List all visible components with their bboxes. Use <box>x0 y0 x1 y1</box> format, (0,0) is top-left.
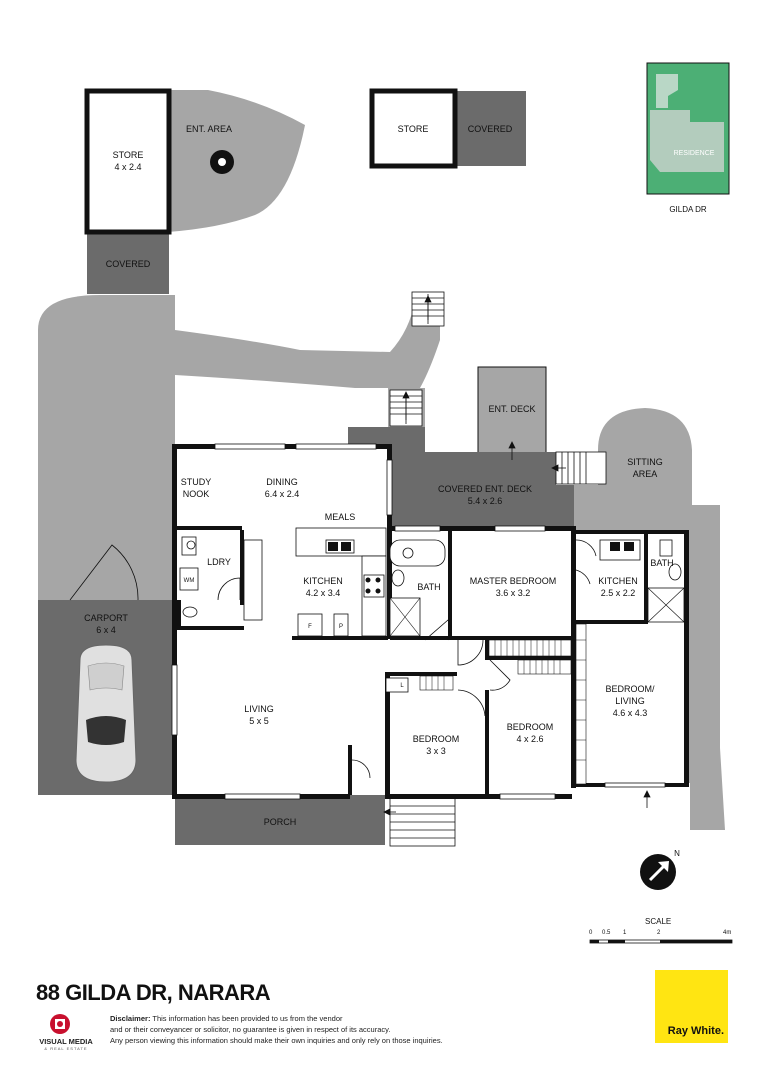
bedroom-living-label-1: BEDROOM/ <box>605 684 655 694</box>
disclaimer-line-2: and or their conveyancer or solicitor, n… <box>110 1025 391 1034</box>
store-left-label: STORE <box>113 150 144 160</box>
covered-left-label: COVERED <box>106 259 151 269</box>
scale-tick-4m: 4m <box>723 930 732 936</box>
store-top-label: STORE <box>398 124 429 134</box>
kitchen-dim: 4.2 x 3.4 <box>306 588 341 598</box>
living-dim: 5 x 5 <box>249 716 269 726</box>
linen-label: L <box>400 683 404 689</box>
ent-area-label: ENT. AREA <box>186 124 232 134</box>
visual-media-label: VISUAL MEDIA <box>39 1037 93 1046</box>
ent-deck-label: ENT. DECK <box>488 404 535 414</box>
wm-label: WM <box>184 578 195 584</box>
living-label: LIVING <box>244 704 274 714</box>
bedroom2-label: BEDROOM <box>507 722 554 732</box>
ldry-label: LDRY <box>207 557 231 567</box>
dining-label: DINING <box>266 477 298 487</box>
dining-dim: 6.4 x 2.4 <box>265 489 300 499</box>
bath-label: BATH <box>417 582 440 592</box>
carport-label: CARPORT <box>84 613 128 623</box>
ray-white-logo: Ray White. <box>655 970 728 1043</box>
bedroom2-dim: 4 x 2.6 <box>516 734 543 744</box>
scale-bar <box>589 939 733 944</box>
kitchen2-label: KITCHEN <box>598 576 638 586</box>
disclaimer: Disclaimer: This information has been pr… <box>110 1013 490 1046</box>
shower-crosses <box>389 587 685 637</box>
store-top <box>369 88 458 169</box>
car-icon <box>75 644 137 783</box>
compass-icon: N <box>640 849 680 890</box>
curved-walkway <box>175 300 440 388</box>
disclaimer-line-1: This information has been provided to us… <box>152 1014 343 1023</box>
visual-media-logo-icon <box>50 1014 70 1034</box>
windows <box>171 443 666 800</box>
doors <box>69 539 597 779</box>
property-address: 88 GILDA DR, NARARA <box>36 980 271 1005</box>
sitting-area-label-2: AREA <box>633 469 658 479</box>
visual-media-logo: VISUAL MEDIA & REAL ESTATE <box>36 1012 96 1052</box>
scale-title: SCALE <box>645 917 672 926</box>
porch-label: PORCH <box>264 817 297 827</box>
bath2-label: BATH <box>650 558 673 568</box>
robe-hatch <box>425 639 586 761</box>
disclaimer-heading: Disclaimer: <box>110 1014 151 1023</box>
ray-white-label: Ray White. <box>667 1025 724 1037</box>
compass-label: N <box>674 849 680 858</box>
disclaimer-line-3: Any person viewing this information shou… <box>110 1036 443 1045</box>
carport-dim: 6 x 4 <box>96 625 116 635</box>
covered-left <box>87 232 169 294</box>
bedroom-living-label-2: LIVING <box>615 696 645 706</box>
fixtures <box>179 536 682 693</box>
study-nook-label-1: STUDY <box>181 477 212 487</box>
fridge-label: F <box>308 624 312 630</box>
store-left-dim: 4 x 2.4 <box>114 162 141 172</box>
study-nook-label-2: NOOK <box>183 489 210 499</box>
pantry-label: P <box>339 624 343 630</box>
site-street-label: GILDA DR <box>669 205 707 214</box>
meals-label: MEALS <box>325 512 356 522</box>
site-residence-label: RESIDENCE <box>674 150 715 157</box>
bedroom-living-dim: 4.6 x 4.3 <box>613 708 648 718</box>
room-labels: STORE 4 x 2.4 ENT. AREA COVERED STORE CO… <box>84 124 674 827</box>
master-bedroom-label: MASTER BEDROOM <box>470 576 557 586</box>
stairs-porch <box>389 797 456 847</box>
covered-ent-deck-label: COVERED ENT. DECK <box>438 484 532 494</box>
kitchen-label: KITCHEN <box>303 576 343 586</box>
visual-media-sub: & REAL ESTATE <box>44 1046 88 1051</box>
scale-tick-2: 2 <box>657 930 661 936</box>
side-path <box>38 295 175 600</box>
store-left <box>84 88 172 235</box>
sinks <box>328 542 634 594</box>
bedroom1-label: BEDROOM <box>413 734 460 744</box>
covered-ent-deck <box>348 427 574 528</box>
porch-area <box>175 795 385 845</box>
ent-area <box>168 90 305 232</box>
covered-top-label: COVERED <box>468 124 513 134</box>
site-plan: RESIDENCE GILDA DR <box>646 62 730 214</box>
kitchen2-dim: 2.5 x 2.2 <box>601 588 636 598</box>
scale-tick-0: 0 <box>589 930 593 936</box>
covered-ent-deck-dim: 5.4 x 2.6 <box>468 496 503 506</box>
sitting-area-label-1: SITTING <box>627 457 663 467</box>
master-bedroom-dim: 3.6 x 3.2 <box>496 588 531 598</box>
bedroom1-dim: 3 x 3 <box>426 746 446 756</box>
arrows <box>383 295 651 816</box>
scale-tick-0-5: 0.5 <box>602 930 611 936</box>
covered-top <box>455 91 526 166</box>
scale-tick-1: 1 <box>623 930 627 936</box>
robes <box>419 623 587 785</box>
